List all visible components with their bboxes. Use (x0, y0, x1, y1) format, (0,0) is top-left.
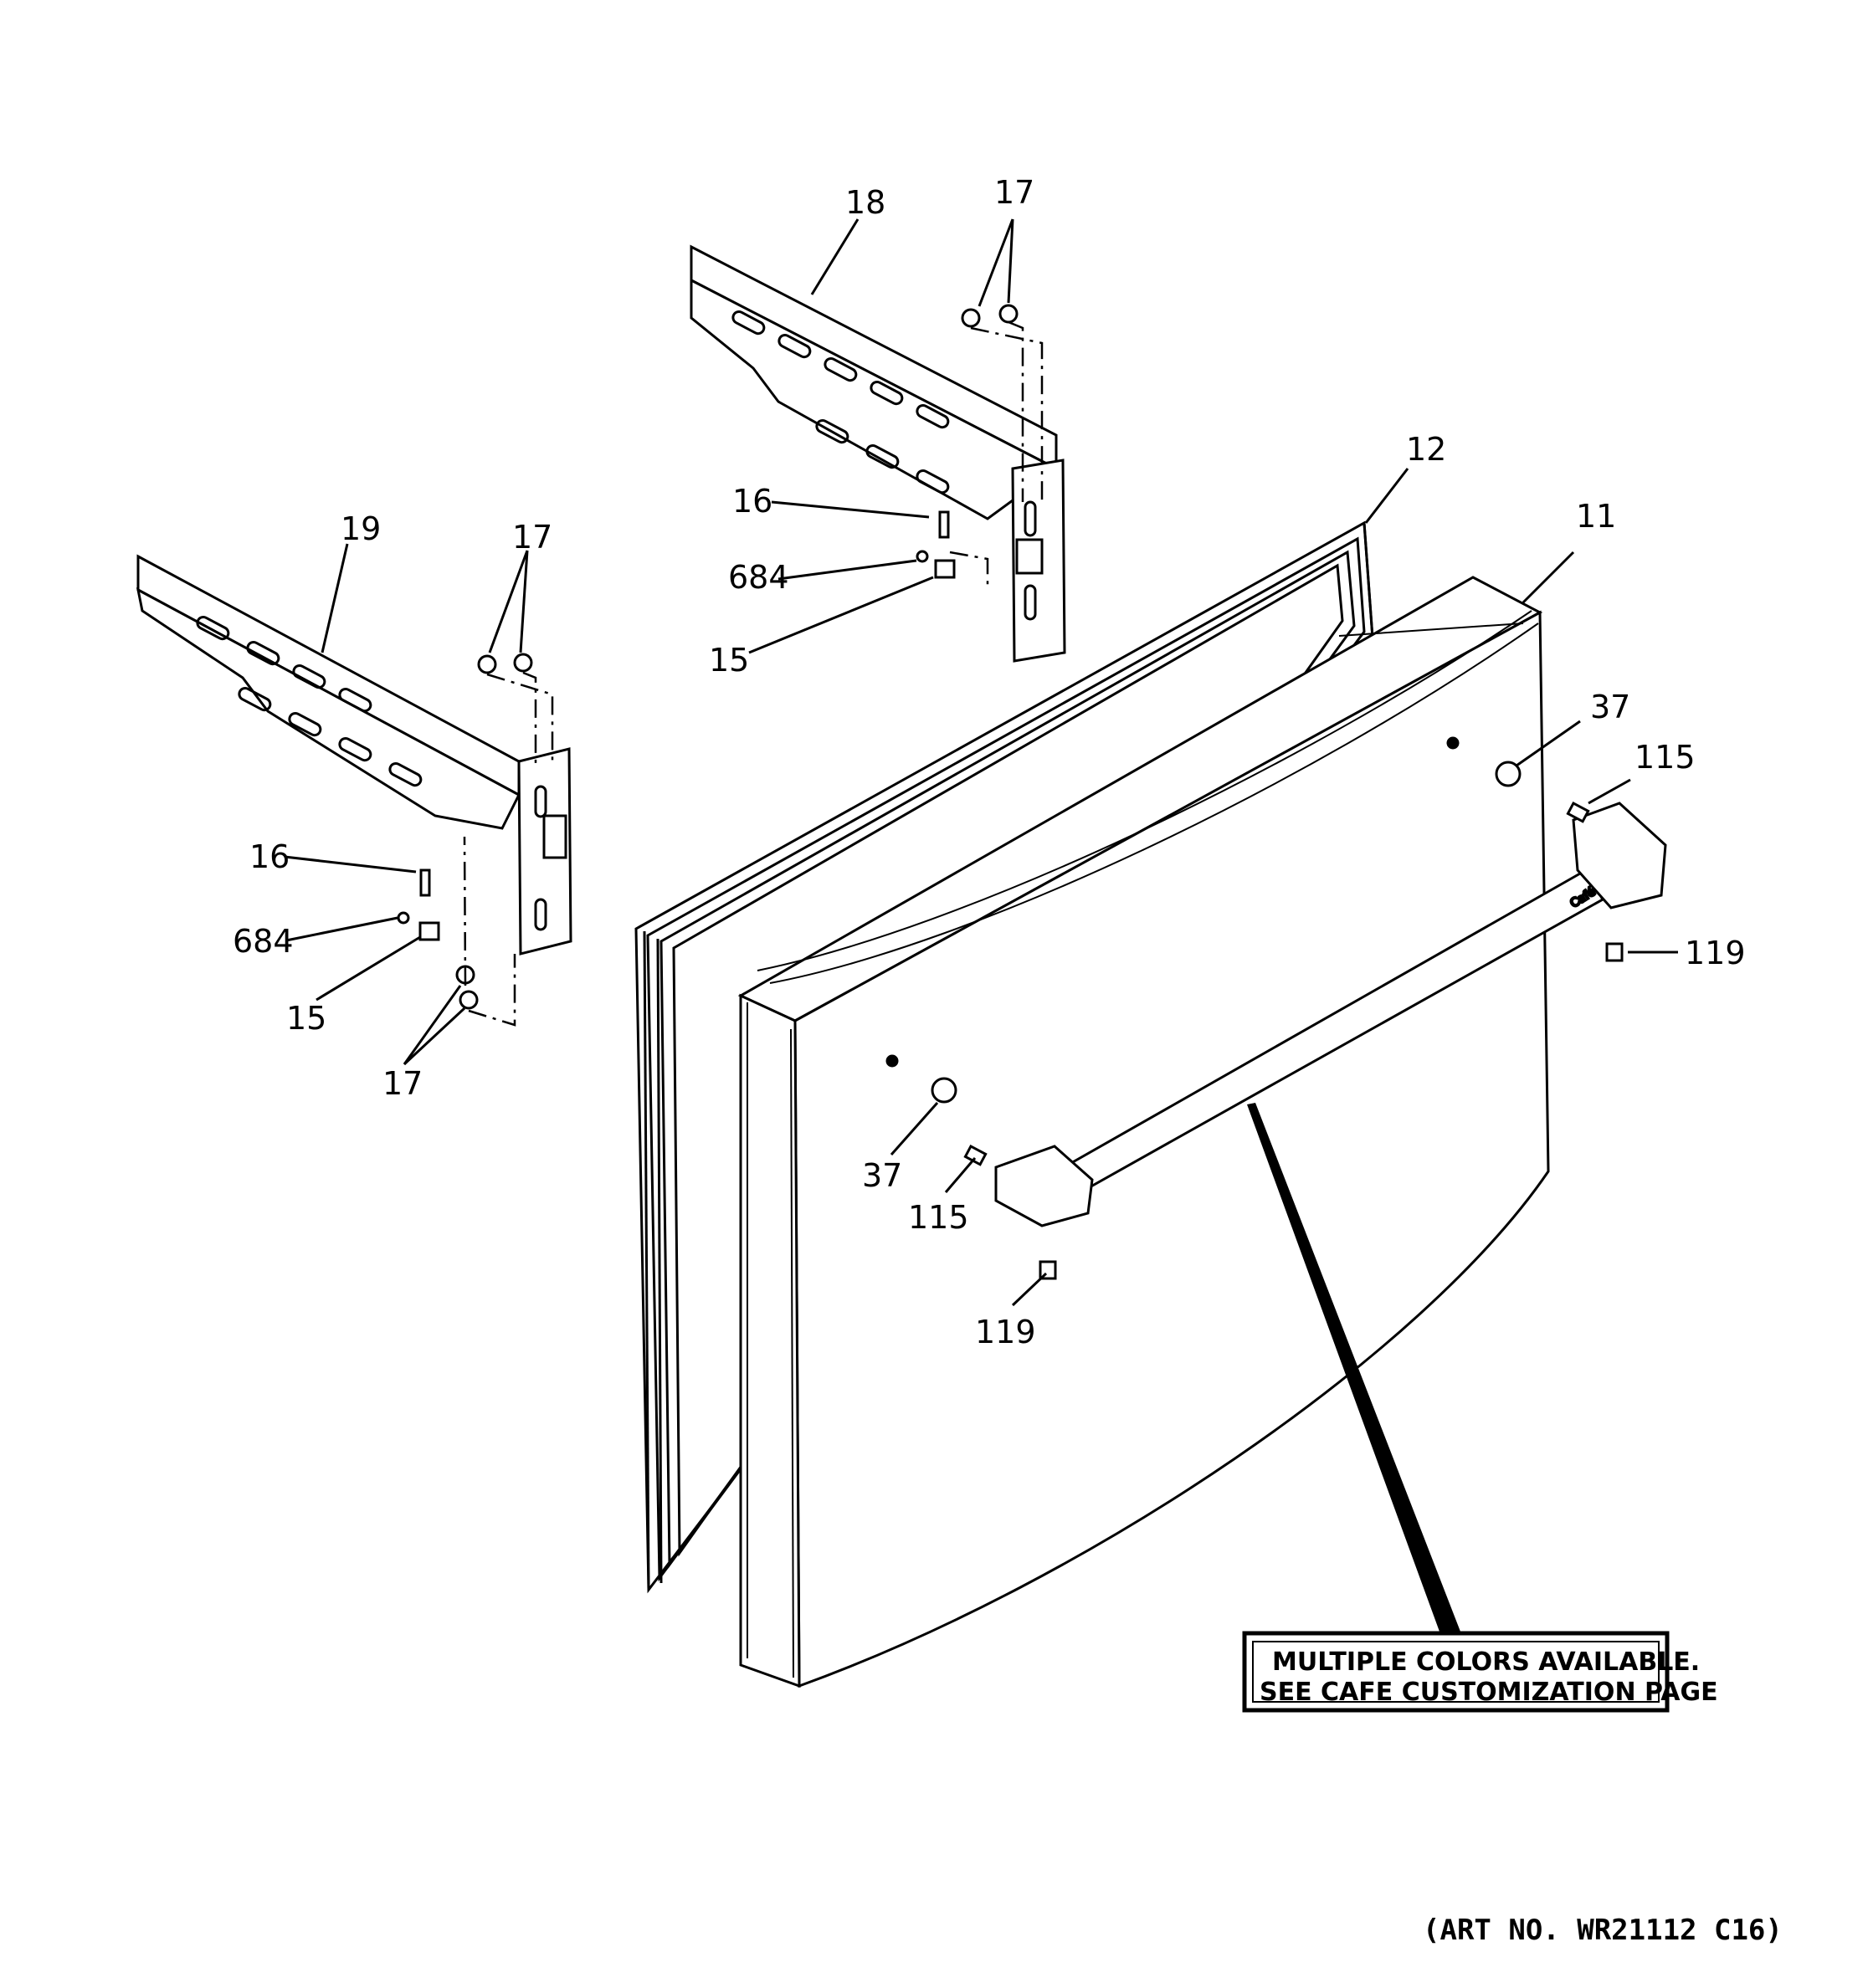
setscrew-119-right (1605, 942, 1624, 962)
door-handle: Café (994, 802, 1667, 1227)
label-684-top: 684 (728, 559, 789, 596)
screw-17-mid-b (513, 653, 533, 673)
label-115-right: 115 (1634, 739, 1696, 776)
art-number: (ART NO. WR21112 C16) (1423, 1914, 1783, 1947)
assembly-lines (463, 320, 1044, 1027)
label-115-left: 115 (908, 1199, 969, 1236)
nut-684-left (397, 911, 410, 925)
label-37-left: 37 (862, 1157, 902, 1194)
screw-17-bottom-b (459, 990, 479, 1010)
screw-16-top (938, 510, 950, 539)
part-labels: 18 17 12 11 16 684 15 19 17 16 684 15 17… (233, 174, 1746, 1350)
screw-37-right (1495, 761, 1522, 787)
label-16-left: 16 (249, 838, 290, 875)
label-15-left: 15 (286, 1000, 326, 1037)
label-119-left: 119 (975, 1314, 1036, 1350)
label-17-mid: 17 (512, 519, 552, 556)
clip-15-top (934, 559, 956, 579)
screw-37-left (931, 1077, 957, 1104)
label-684-left: 684 (233, 923, 294, 960)
label-18: 18 (845, 184, 885, 221)
note-line-2: SEE CAFE CUSTOMIZATION PAGE (1260, 1678, 1718, 1707)
upper-hinge-bracket (690, 244, 1066, 663)
nut-684-top (916, 550, 929, 563)
setscrew-115-right (1566, 801, 1590, 823)
label-12: 12 (1406, 431, 1446, 468)
label-19: 19 (341, 510, 381, 547)
label-119-right: 119 (1685, 935, 1746, 971)
clip-15-left (418, 921, 440, 941)
screw-17-top-b (998, 304, 1019, 324)
door-panel (737, 576, 1550, 1688)
label-17-bottom: 17 (382, 1065, 423, 1102)
lower-hinge-bracket (136, 554, 572, 956)
label-15-top: 15 (709, 642, 749, 679)
label-11: 11 (1576, 498, 1616, 535)
screw-17-top-a (961, 308, 981, 328)
label-16-top: 16 (732, 483, 772, 520)
screw-16-left (419, 868, 431, 897)
screw-17-mid-a (477, 654, 497, 674)
label-37-right: 37 (1590, 689, 1630, 725)
color-note-box: MULTIPLE COLORS AVAILABLE. SEE CAFE CUST… (1242, 1631, 1718, 1713)
note-line-1: MULTIPLE COLORS AVAILABLE. (1272, 1647, 1700, 1677)
note-wedge-leader (1247, 1103, 1460, 1632)
label-17-top: 17 (994, 174, 1034, 211)
leader-lines (284, 218, 1678, 1307)
